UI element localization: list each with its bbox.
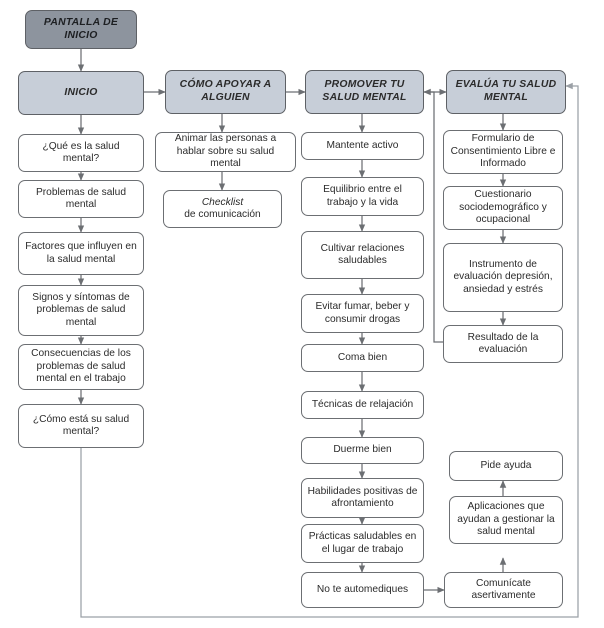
node-como-esta-salud-mental-label: ¿Cómo está su salud mental? [32,413,130,437]
node-cultivar-relaciones[interactable]: Cultivar relaciones saludables [301,231,424,279]
node-comunicate-asertivamente-label: Comunícate asertivamente [471,577,536,601]
node-pide-ayuda-label: Pide ayuda [480,459,532,471]
node-duerme-bien-label: Duerme bien [333,444,392,456]
node-problemas-salud-mental-label: Problemas de salud mental [35,186,127,210]
node-aplicaciones-gestionar-label: Aplicaciones que ayudan a gestionar la s… [457,501,555,538]
node-resultado-evaluacion-label: Resultado de la evaluación [467,331,539,355]
node-cuestionario-sociodemografico[interactable]: Cuestionario sociodemográfico y ocupacio… [443,186,563,230]
node-formulario-consentimiento-label: Formulario de Consentimiento Libre e Inf… [450,133,556,170]
node-habilidades-positivas-label: Habilidades positivas de afrontamiento [307,485,418,509]
node-mantente-activo-label: Mantente activo [326,139,399,151]
node-habilidades-positivas[interactable]: Habilidades positivas de afrontamiento [301,478,424,518]
header-inicio-label: INICIO [64,86,98,98]
node-checklist-comunicacion[interactable]: Checklist de comunicación [163,190,282,228]
node-que-es-salud-mental-label: ¿Qué es la salud mental? [42,140,120,164]
node-pide-ayuda[interactable]: Pide ayuda [449,451,563,481]
checklist-italic-word: Checklist [201,196,244,208]
node-factores-influyen[interactable]: Factores que influyen en la salud mental [18,232,144,275]
node-equilibrio-trabajo-vida-label: Equilibrio entre el trabajo y la vida [323,184,402,208]
node-que-es-salud-mental[interactable]: ¿Qué es la salud mental? [18,134,144,172]
edge-global-return-to-evalua [80,82,579,618]
checklist-rest: de comunicación [184,209,261,220]
node-consecuencias-trabajo-label: Consecuencias de los problemas de salud … [31,348,131,385]
node-instrumento-evaluacion-label: Instrumento de evaluación depresión, ans… [453,258,553,295]
node-coma-bien-label: Coma bien [337,351,388,363]
node-comunicate-asertivamente[interactable]: Comunícate asertivamente [444,572,563,608]
node-evitar-fumar-label: Evitar fumar, beber y consumir drogas [315,301,410,325]
node-problemas-salud-mental[interactable]: Problemas de salud mental [18,180,144,218]
node-no-te-automediques[interactable]: No te automediques [301,572,424,608]
header-pantalla-de-inicio-label: PANTALLA DE INICIO [43,16,119,41]
header-pantalla-de-inicio[interactable]: PANTALLA DE INICIO [25,10,137,49]
node-animar-personas[interactable]: Animar las personas a hablar sobre su sa… [155,132,296,172]
header-como-apoyar-a-alguien-label: CÓMO APOYAR A ALGUIEN [179,79,272,103]
header-evalua-tu-salud-mental[interactable]: EVALÚA TU SALUD MENTAL [446,70,566,114]
node-coma-bien[interactable]: Coma bien [301,344,424,372]
node-mantente-activo[interactable]: Mantente activo [301,132,424,160]
node-evitar-fumar[interactable]: Evitar fumar, beber y consumir drogas [301,294,424,333]
node-practicas-saludables-label: Prácticas saludables en el lugar de trab… [308,531,417,555]
node-checklist-comunicacion-label: Checklist de comunicación [184,197,260,222]
node-equilibrio-trabajo-vida[interactable]: Equilibrio entre el trabajo y la vida [301,177,424,216]
edge-resultado-to-promover [423,88,443,343]
node-cuestionario-sociodemografico-label: Cuestionario sociodemográfico y ocupacio… [459,189,547,226]
node-formulario-consentimiento[interactable]: Formulario de Consentimiento Libre e Inf… [443,130,563,174]
node-duerme-bien[interactable]: Duerme bien [301,437,424,464]
node-no-te-automediques-label: No te automediques [316,583,409,595]
node-tecnicas-relajacion-label: Técnicas de relajación [311,398,414,410]
node-practicas-saludables[interactable]: Prácticas saludables en el lugar de trab… [301,524,424,563]
node-como-esta-salud-mental[interactable]: ¿Cómo está su salud mental? [18,404,144,448]
node-factores-influyen-label: Factores que influyen en la salud mental [25,241,137,265]
node-cultivar-relaciones-label: Cultivar relaciones saludables [320,242,405,266]
header-inicio[interactable]: INICIO [18,71,144,115]
node-signos-sintomas[interactable]: Signos y síntomas de problemas de salud … [18,285,144,336]
header-como-apoyar-a-alguien[interactable]: CÓMO APOYAR A ALGUIEN [165,70,286,114]
header-evalua-tu-salud-mental-label: EVALÚA TU SALUD MENTAL [455,79,557,103]
node-resultado-evaluacion[interactable]: Resultado de la evaluación [443,325,563,363]
node-consecuencias-trabajo[interactable]: Consecuencias de los problemas de salud … [18,344,144,390]
node-instrumento-evaluacion[interactable]: Instrumento de evaluación depresión, ans… [443,243,563,312]
header-promover-tu-salud-mental[interactable]: PROMOVER TU SALUD MENTAL [305,70,424,114]
node-animar-personas-label: Animar las personas a hablar sobre su sa… [174,133,277,170]
node-tecnicas-relajacion[interactable]: Técnicas de relajación [301,391,424,419]
node-aplicaciones-gestionar[interactable]: Aplicaciones que ayudan a gestionar la s… [449,496,563,544]
node-signos-sintomas-label: Signos y síntomas de problemas de salud … [32,291,130,328]
header-promover-tu-salud-mental-label: PROMOVER TU SALUD MENTAL [322,79,407,103]
